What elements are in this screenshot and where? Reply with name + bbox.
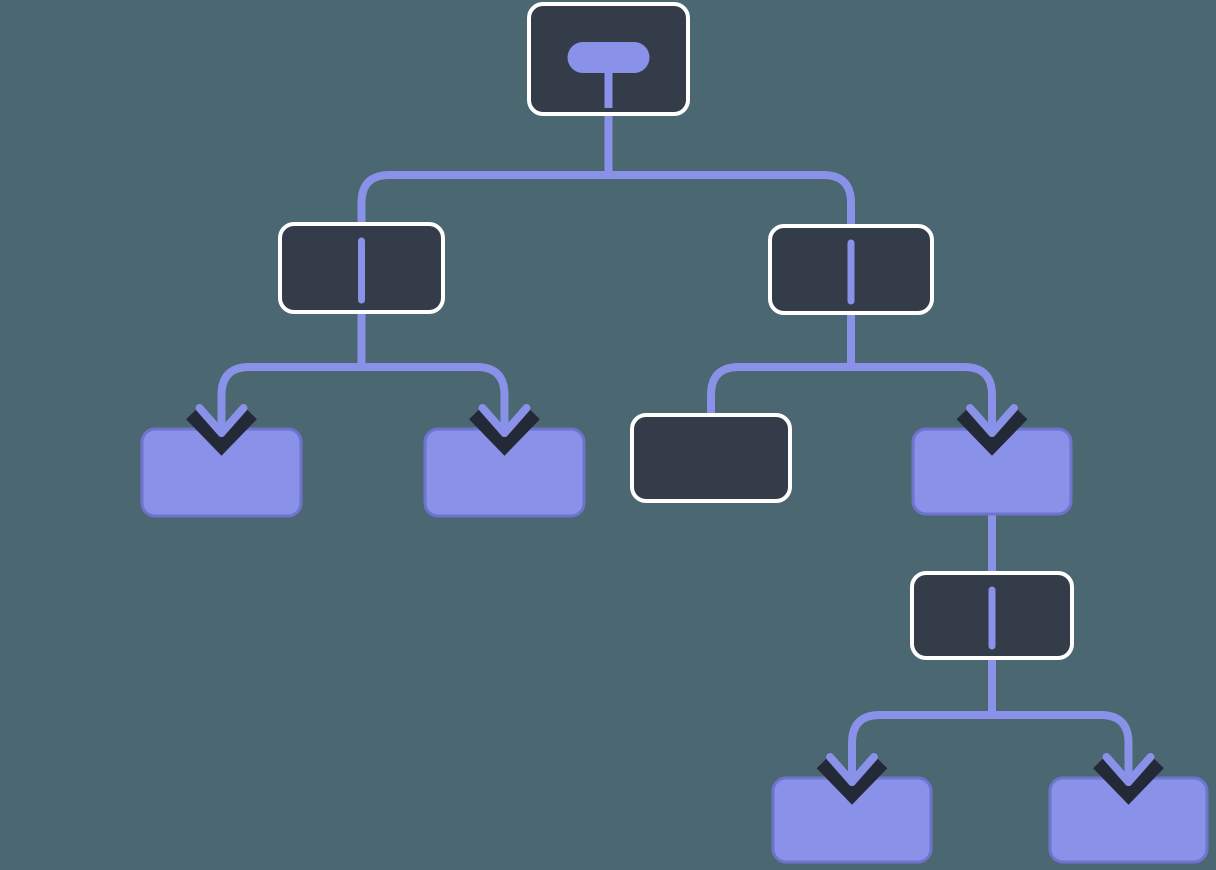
chevron-dark-glyph — [816, 757, 888, 805]
chevron-dark-glyph — [186, 408, 257, 456]
chevron-purple-glyph — [826, 753, 878, 786]
chevron-dark-glyph — [469, 408, 540, 456]
tree-node-branch-bottom[interactable] — [910, 571, 1074, 660]
arrow-down-icon — [1093, 742, 1164, 805]
chevron-purple-glyph — [966, 404, 1018, 437]
tree-node-root[interactable] — [527, 2, 690, 116]
chevron-purple-glyph — [195, 404, 248, 437]
tree-node-branch-right[interactable] — [768, 224, 934, 315]
arrow-down-icon — [816, 742, 888, 805]
arrow-down-icon — [469, 393, 540, 456]
chevron-dark-glyph — [956, 408, 1028, 456]
chevron-purple-glyph — [478, 404, 531, 437]
node-card-dark — [630, 413, 792, 503]
tree-node-branch-left[interactable] — [278, 222, 445, 314]
edge-right-branch — [707, 363, 996, 433]
chevron-purple-glyph — [1102, 753, 1155, 786]
arrow-down-icon — [956, 393, 1028, 456]
arrow-down-icon — [186, 393, 257, 456]
placeholder-pill-glyph — [567, 42, 650, 73]
edge-bottom-branch — [848, 711, 1133, 782]
tree-node-card-plain[interactable] — [630, 413, 792, 503]
edge-left-branch — [217, 363, 509, 433]
chevron-dark-glyph — [1093, 757, 1164, 805]
edge-level1-branch — [357, 171, 855, 226]
